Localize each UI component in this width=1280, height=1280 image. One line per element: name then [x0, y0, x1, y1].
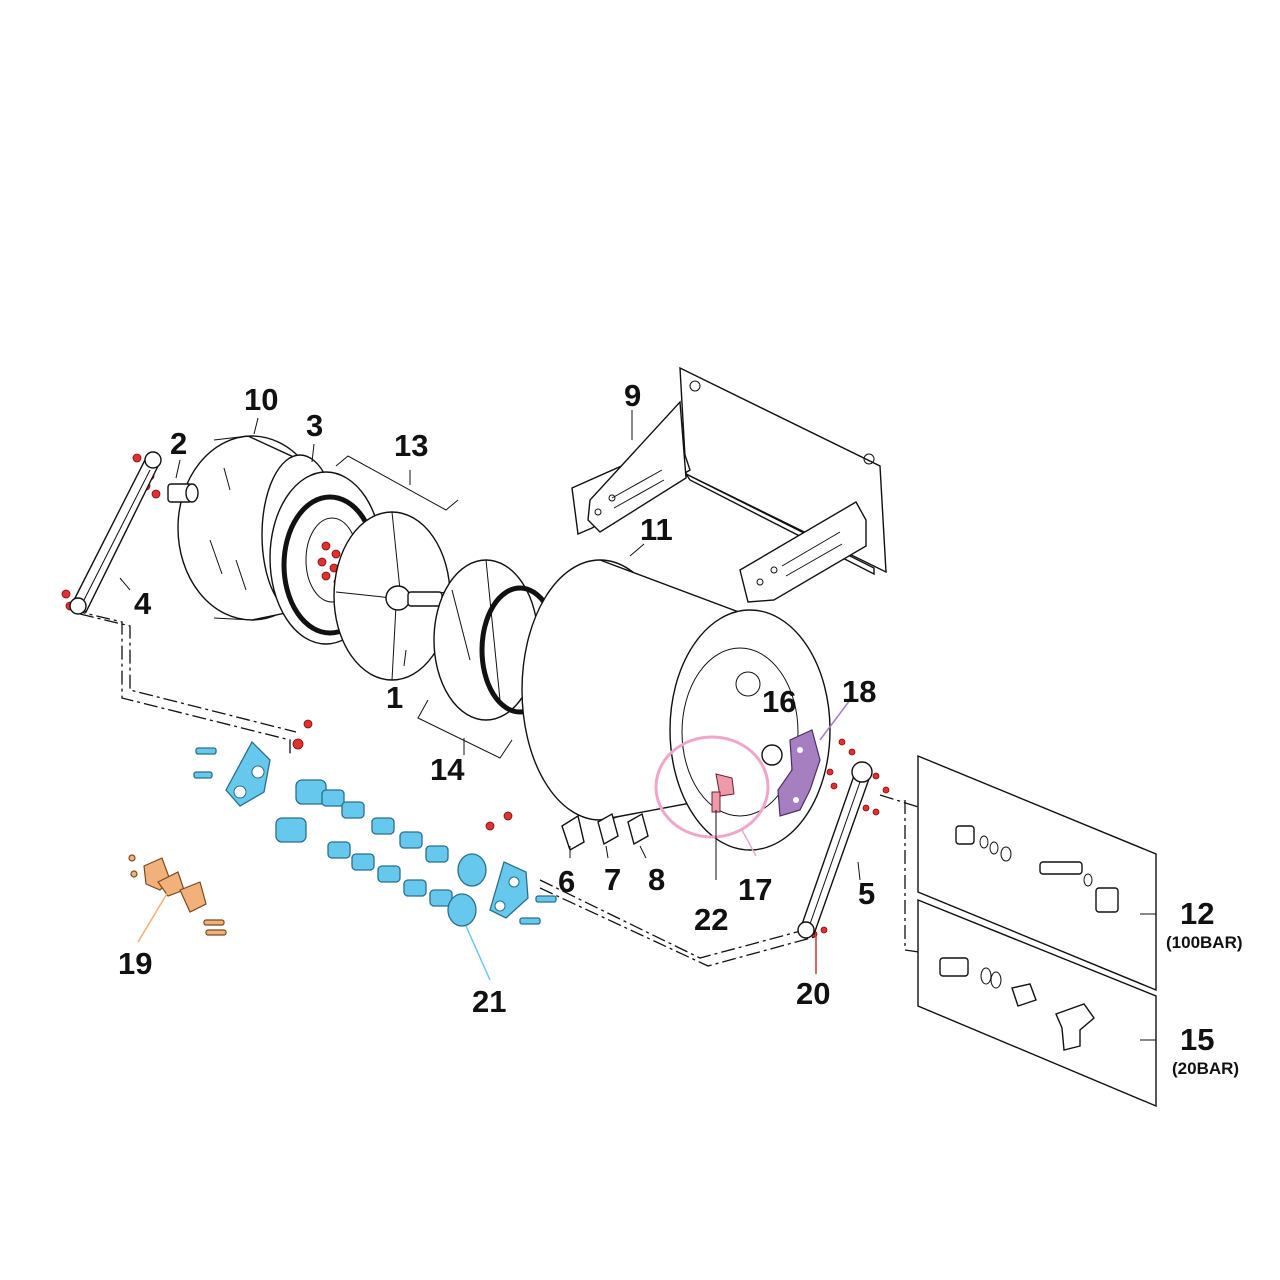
- label-16: 16: [762, 684, 796, 719]
- wall-bracket: [571, 366, 887, 603]
- label-12: 12: [1180, 896, 1214, 931]
- label-13: 13: [394, 428, 428, 463]
- label-22: 22: [694, 902, 728, 937]
- left-crank-arm: [69, 451, 162, 615]
- label-4: 4: [134, 586, 152, 621]
- right-crank-arm: [797, 761, 873, 939]
- label-10: 10: [244, 382, 278, 417]
- fitting-kit-20bar: [917, 898, 1157, 1108]
- label-21: 21: [472, 984, 506, 1019]
- label-11: 11: [640, 512, 673, 547]
- label-15-note: (20BAR): [1172, 1059, 1239, 1078]
- label-6: 6: [558, 864, 575, 899]
- label-9: 9: [624, 378, 641, 413]
- leader-lines: [119, 410, 1156, 1041]
- label-18: 18: [842, 674, 876, 709]
- label-8: 8: [648, 862, 665, 897]
- label-3: 3: [306, 408, 323, 443]
- label-1: 1: [386, 680, 403, 715]
- part-labels: 1 2 3 4 5 6 7 8 9 10 11 12 (100BAR) 13 1…: [118, 378, 1243, 1078]
- label-14: 14: [430, 752, 465, 787]
- label-17: 17: [738, 872, 772, 907]
- label-12-note: (100BAR): [1166, 933, 1243, 952]
- clips: [561, 812, 649, 852]
- label-19: 19: [118, 946, 152, 981]
- label-2: 2: [170, 426, 187, 461]
- label-5: 5: [858, 876, 875, 911]
- purple-pawl-plate: [777, 729, 821, 817]
- fitting-kit-100bar: [917, 754, 1157, 992]
- label-20: 20: [796, 976, 830, 1011]
- brake-assembly-highlight: [654, 735, 770, 839]
- orange-bracket-kit: [128, 854, 227, 936]
- shaft-stub: [167, 483, 199, 503]
- spoked-disc: [333, 511, 451, 681]
- label-7: 7: [604, 862, 621, 897]
- blue-axle-kit: [193, 740, 557, 927]
- label-15: 15: [1180, 1022, 1214, 1057]
